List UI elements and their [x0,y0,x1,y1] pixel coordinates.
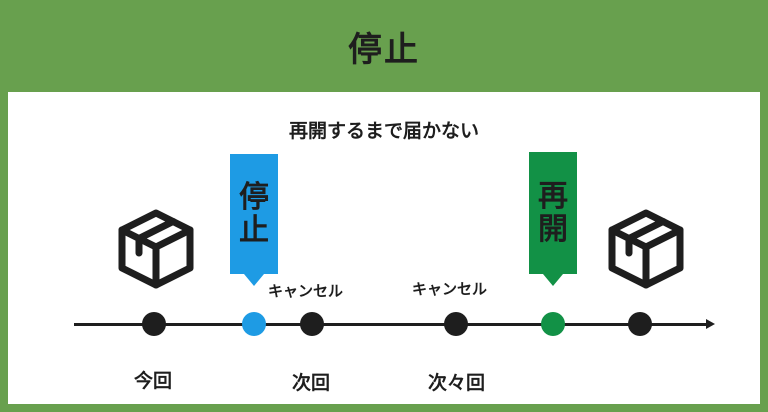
header-bar: 停止 [0,0,768,92]
timeline-dot-after-next [444,312,468,336]
timeline-dot-stop [242,312,266,336]
timeline-dot-next [300,312,324,336]
resume-flag-pointer [543,274,563,286]
label-after-next: 次々回 [428,372,486,394]
package-box-icon [608,209,684,289]
label-next: 次回 [292,372,331,394]
stop-flag-pointer [244,274,264,286]
resume-flag: 再 開 [529,152,577,274]
cancel-label: キャンセル [268,282,344,300]
resume-flag-char: 再 [538,179,568,214]
stop-flag-char: 止 [239,213,269,248]
diagram-panel: 再開するまで届かない 停 止 再 開 キャンセル キャンセル [8,92,760,404]
timeline-dot-current [142,312,166,336]
resume-flag-char: 開 [538,212,568,247]
stop-flag: 停 止 [230,154,278,274]
package-box-icon [118,209,194,289]
stop-flag-char: 停 [239,180,269,215]
subtitle: 再開するまで届かない [288,120,479,142]
timeline-dot-resumed-delivery [628,312,652,336]
page-title: 停止 [348,29,420,70]
timeline-line [74,323,708,326]
label-current: 今回 [134,370,173,392]
timeline-dot-resume [541,312,565,336]
timeline-arrowhead [706,319,715,329]
cancel-label: キャンセル [412,280,488,298]
